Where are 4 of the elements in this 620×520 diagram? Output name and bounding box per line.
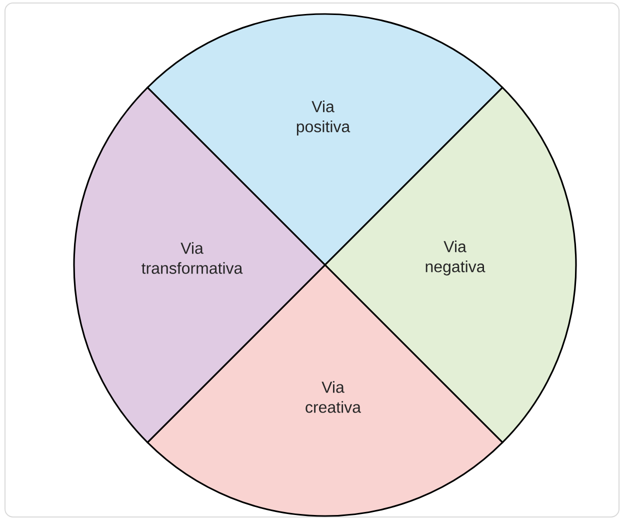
sector-label: Via positiva — [296, 100, 350, 136]
sector-label: Via negativa — [426, 240, 486, 276]
sector-label: Via transformativa — [142, 242, 243, 274]
sector-label: Via creativa — [306, 381, 361, 413]
